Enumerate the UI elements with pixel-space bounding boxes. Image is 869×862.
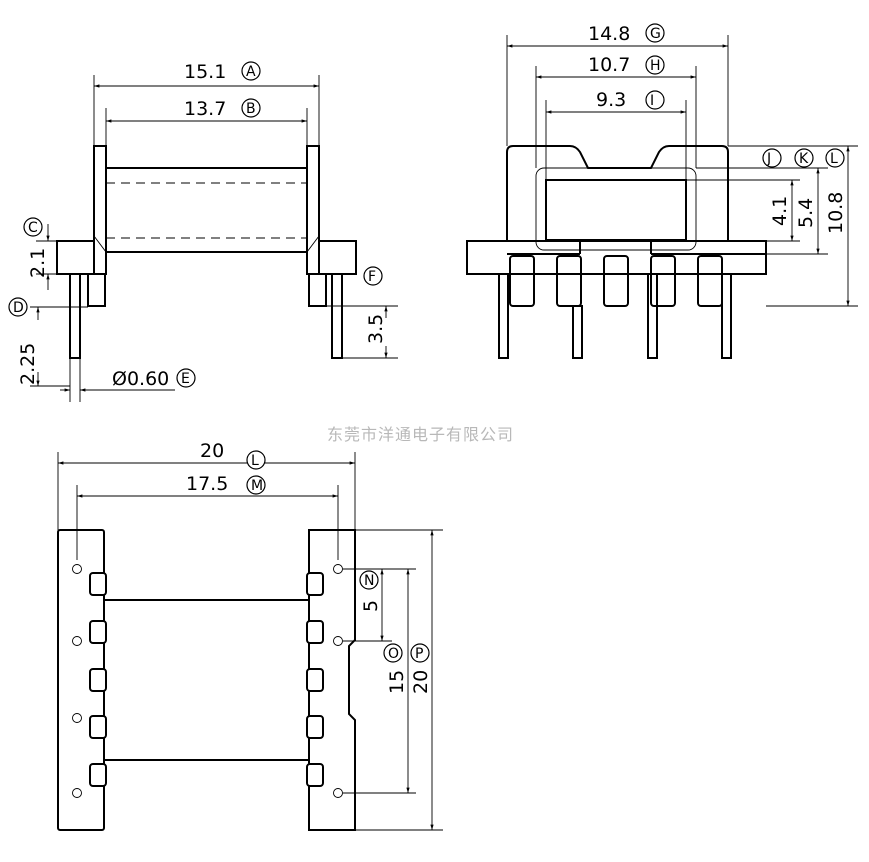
company-watermark: 东莞市洋通电子有限公司	[327, 425, 514, 444]
dim-g-label: G	[650, 26, 661, 42]
dim-m-value: 17.5	[186, 473, 228, 495]
dim-d-label: D	[13, 300, 24, 316]
dim-o-value: 15	[386, 670, 408, 694]
dim-j-label: J	[766, 151, 771, 167]
dim-a-label: A	[246, 64, 256, 80]
dim-f-value: 3.5	[365, 314, 387, 344]
front-view	[466, 145, 767, 359]
bottom-view	[57, 529, 356, 831]
dim-c-value: 2.1	[27, 248, 49, 278]
dim-i-label: I	[650, 93, 654, 109]
dim-n-value: 5	[360, 600, 382, 612]
dim-p-label: P	[415, 646, 423, 662]
dim-d-value: 2.25	[17, 343, 39, 385]
dim-e-value: Ø0.60	[112, 368, 169, 390]
dim-i-value: 9.3	[596, 89, 626, 111]
dim-b-value: 13.7	[184, 98, 226, 120]
dim-n-label: N	[364, 573, 374, 589]
dim-k-value: 4.1	[769, 196, 791, 226]
dim-l1-value: 5.4	[795, 198, 817, 228]
side-view-dimensions: 15.1 A 13.7 B C 2.1 D 2.25 Ø0.60 E	[8, 61, 398, 402]
dim-m-label: M	[251, 478, 263, 494]
dim-b-label: B	[246, 101, 256, 117]
dim-l2-label: L	[251, 453, 259, 469]
dim-a-value: 15.1	[184, 61, 226, 83]
dim-h-value: 10.7	[588, 54, 630, 76]
dim-p-value: 20	[410, 670, 432, 694]
front-view-dimensions: 14.8 G 10.7 H 9.3 I J K L 4.1 5.4	[506, 23, 858, 307]
dim-k-label: K	[799, 151, 809, 167]
dim-l2-value: 10.8	[825, 192, 847, 234]
dim-g-value: 14.8	[588, 23, 630, 45]
dim-o-label: O	[388, 646, 399, 662]
dim-e-label: E	[181, 371, 190, 387]
dim-h-label: H	[650, 58, 661, 74]
dim-w-value: 20	[200, 440, 224, 462]
dim-c-label: C	[28, 220, 38, 236]
side-view	[56, 145, 357, 359]
bottom-view-dimensions: 20 L 17.5 M N 5 O 15 P 20	[57, 440, 443, 831]
dim-l-label: L	[830, 151, 838, 167]
dim-f-label: F	[368, 269, 376, 285]
